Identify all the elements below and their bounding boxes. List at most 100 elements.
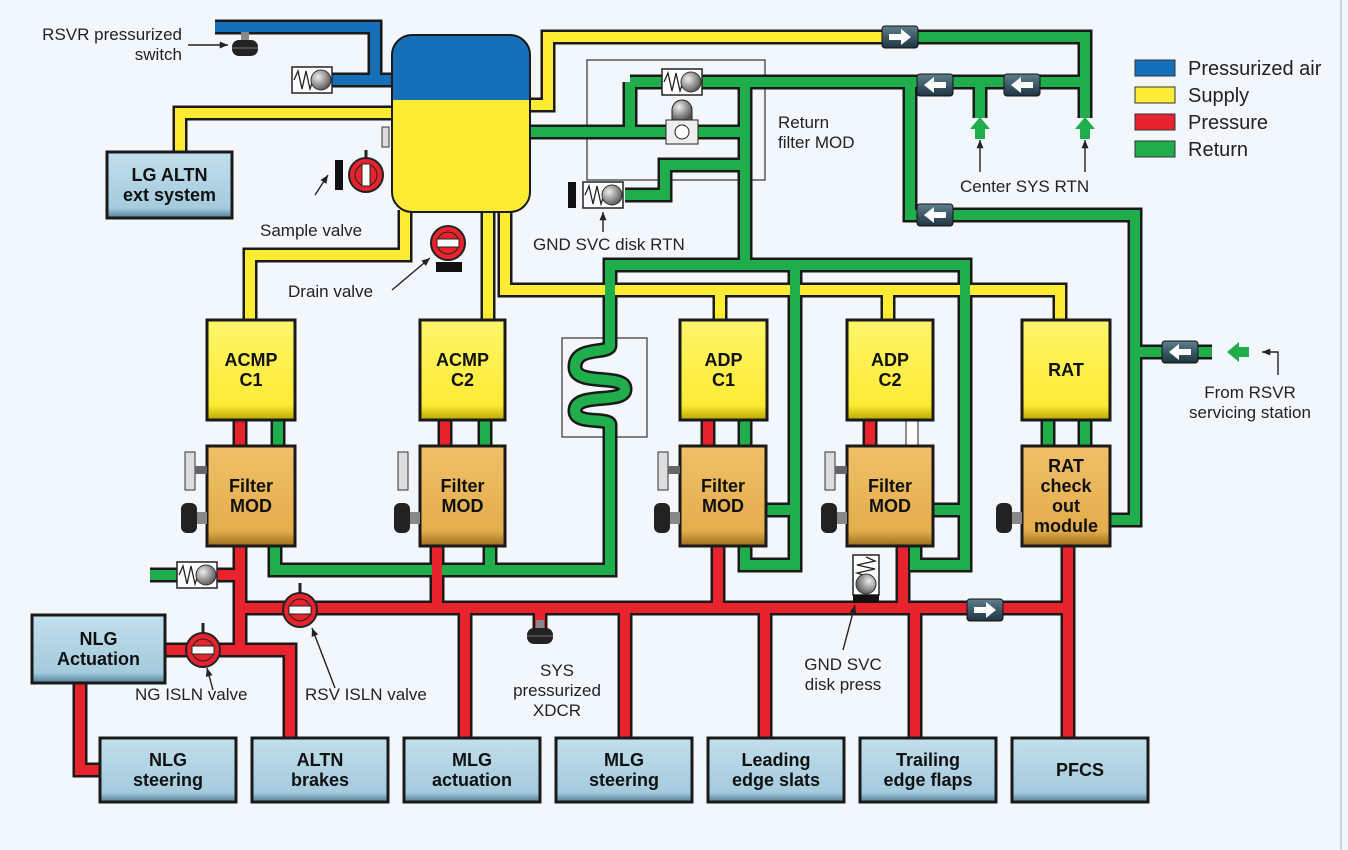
- disconnect-cap-icon: [568, 182, 576, 208]
- leader-arrowhead: [311, 628, 319, 637]
- sys-xdcr-label: pressurized: [513, 681, 601, 700]
- rsv-isln-label: RSV ISLN valve: [305, 685, 427, 704]
- sample-valve[interactable]: [348, 157, 384, 193]
- nlg-steering-label: steering: [133, 770, 203, 790]
- handle-stem: [835, 466, 847, 474]
- acmp-c1-filter-module-label: MOD: [230, 496, 272, 516]
- indicator-stem: [410, 512, 420, 524]
- acmp-c1-pump-label: ACMP: [225, 350, 278, 370]
- rat-check-out-module-box: [1020, 444, 1112, 548]
- indicator-stem: [670, 512, 680, 524]
- pipe-sup: [500, 210, 1065, 322]
- trailing-edge-label: Trailing: [896, 750, 960, 770]
- acmp-c1-filter-module-label: Filter: [229, 476, 273, 496]
- handle-stem: [668, 466, 680, 474]
- leader-arrowhead: [219, 41, 228, 49]
- ball-icon: [310, 69, 332, 91]
- trailing-edge-label: edge flaps: [883, 770, 972, 790]
- flow-arrow-left-icon: [916, 73, 954, 97]
- legend-swatch: [1134, 140, 1176, 158]
- gnd-svc-press-label: disk press: [805, 675, 882, 694]
- mlg-actuation-box: [402, 736, 542, 804]
- acmp-c2-filter-module-box: [418, 444, 507, 548]
- bypass-handle-icon: [824, 451, 836, 491]
- return-check-valve: [661, 68, 703, 96]
- drain-valve-cap: [436, 262, 462, 272]
- pipe-ret: [605, 260, 745, 325]
- pipe-ret: [270, 425, 615, 575]
- pipe-ret: [905, 82, 1140, 525]
- adp-c1-filter-module-box: [678, 444, 768, 548]
- nlg-actuation-box: [30, 613, 167, 685]
- adp-c2-filter-module-label: Filter: [868, 476, 912, 496]
- relief-valve-port: [674, 124, 690, 140]
- pfcs-box: [1010, 736, 1150, 804]
- relief-valve-dome-icon: [671, 99, 693, 121]
- leader-arrowhead: [421, 258, 430, 267]
- bypass-handle-icon: [397, 451, 409, 491]
- indicator-stem: [197, 512, 207, 524]
- rat-check-out-module-label: RAT: [1048, 456, 1084, 476]
- pipe-ret: [740, 82, 970, 570]
- leader-arrowhead: [1262, 348, 1271, 356]
- pipe-sup: [175, 108, 395, 152]
- adp-c1-filter-module-label: MOD: [702, 496, 744, 516]
- gnd-svc-rtn-label: GND SVC disk RTN: [533, 235, 685, 254]
- acmp-c2-filter-module-label: MOD: [442, 496, 484, 516]
- center-sys-rtn-label: Center SYS RTN: [960, 177, 1089, 196]
- drain-valve[interactable]: [430, 225, 466, 261]
- nlg-actuation-label: NLG: [80, 629, 118, 649]
- pfcs-label: PFCS: [1056, 760, 1104, 780]
- spring-icon: [663, 70, 684, 94]
- return-filter-label: Return: [778, 113, 829, 132]
- gnd-svc-rtn-check-valve: [582, 181, 624, 209]
- lg-altn-ext-system-label: LG ALTN: [132, 165, 208, 185]
- pfcs: PFCS: [1010, 736, 1150, 804]
- rat-box: [1020, 318, 1112, 422]
- ball-icon: [195, 564, 217, 586]
- adp-c2-pump-label: C2: [878, 370, 901, 390]
- legend-swatch: [1134, 86, 1176, 104]
- leader-arrowhead: [320, 175, 328, 184]
- spring-icon: [854, 556, 878, 577]
- acmp-c1-pump-box: [205, 318, 297, 422]
- rsvr-pressurized-switch-icon: [232, 32, 258, 56]
- adp-c2-pump-box: [845, 318, 935, 422]
- rat-check-out-module-label: check: [1040, 476, 1092, 496]
- sample-valve-label: Sample valve: [260, 221, 362, 240]
- pipe-pre: [210, 645, 295, 740]
- ng-isln-valve[interactable]: [185, 632, 221, 668]
- flow-arrow-right-icon: [966, 598, 1004, 622]
- indicator-stem: [837, 512, 847, 524]
- rat-check-out-module-label: out: [1052, 496, 1080, 516]
- acmp-c1-filter-module-box: [205, 444, 297, 548]
- reservoir-air-space: [392, 35, 530, 100]
- pipe-unused: [905, 417, 919, 449]
- inflow-arrow-icon: [1227, 342, 1249, 362]
- lg-altn-ext-system-label: ext system: [123, 185, 216, 205]
- sys-pressurized-xdcr-icon: [527, 620, 553, 644]
- rsvr-switch-label: switch: [135, 45, 182, 64]
- return-filter-module-outline: [586, 59, 766, 181]
- adp-c1-filter-module-label: Filter: [701, 476, 745, 496]
- altn-brakes-label: brakes: [291, 770, 349, 790]
- mlg-steering-box: [554, 736, 694, 804]
- leader-arrowhead: [1081, 140, 1089, 149]
- sight-gauge-icon: [381, 126, 390, 148]
- rsv-isln-valve[interactable]: [282, 592, 318, 628]
- sys-xdcr-label: SYS: [540, 661, 574, 680]
- delta-p-indicator-icon: [996, 503, 1012, 533]
- pipe-ret: [625, 160, 745, 200]
- from-rsvr-label: From RSVR: [1204, 383, 1296, 402]
- legend-label: Return: [1188, 139, 1248, 161]
